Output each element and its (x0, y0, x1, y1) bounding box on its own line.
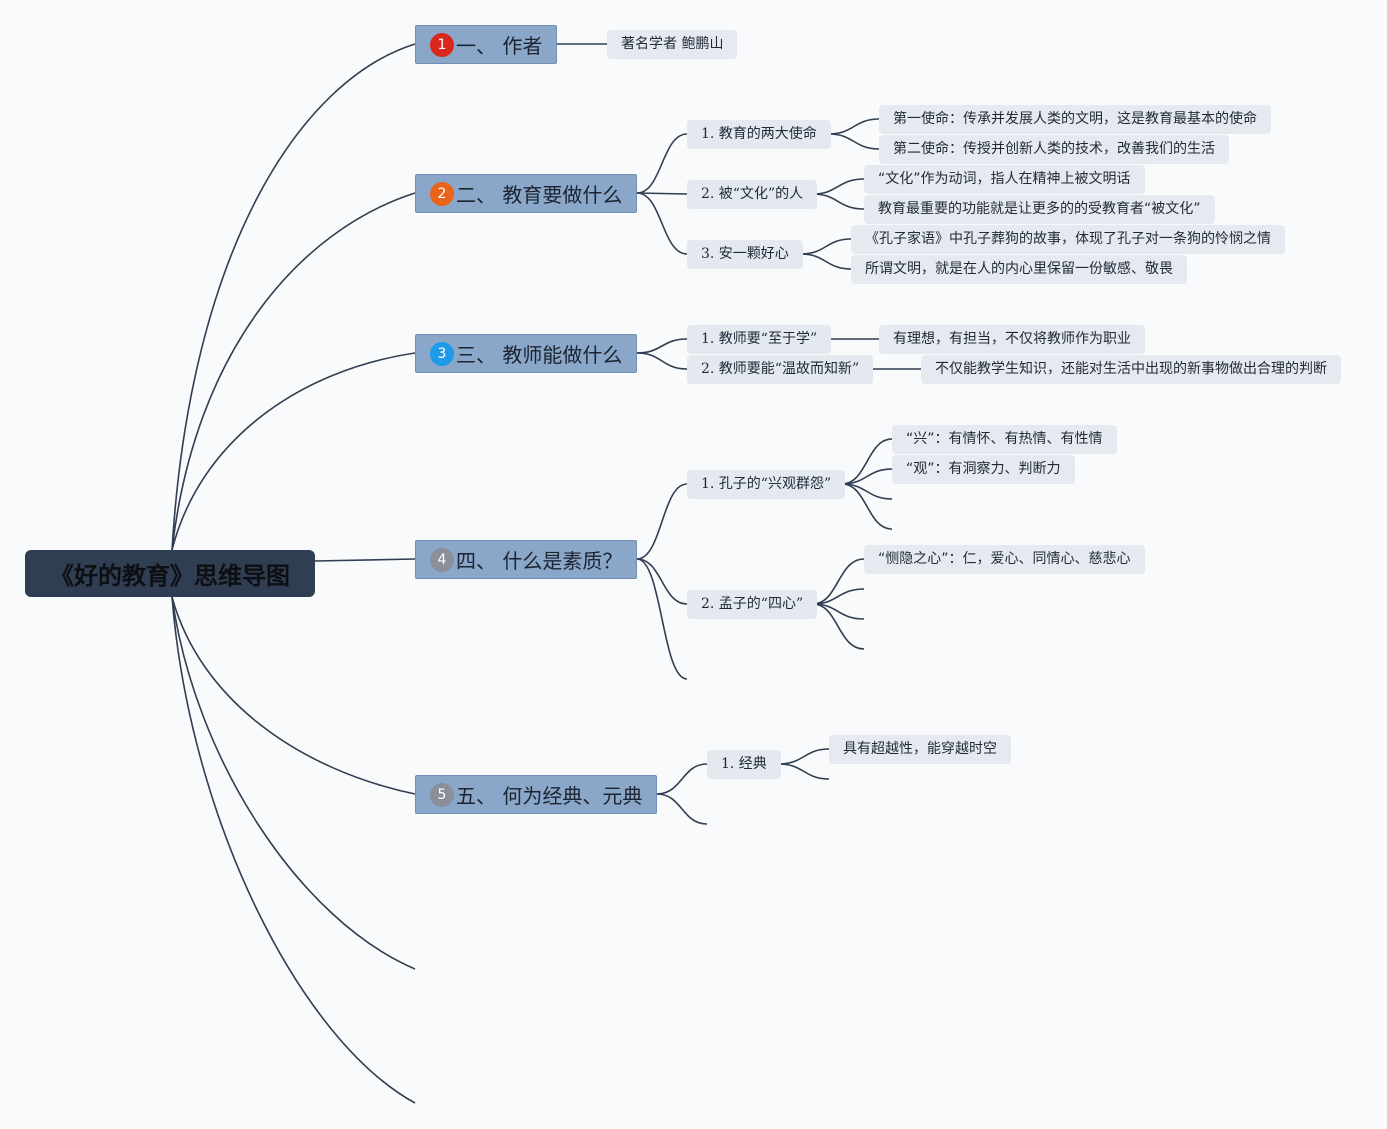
connector-t2-s1-l1 (828, 118, 880, 135)
connector-t4-s1-empty2 (841, 483, 893, 530)
number-badge-1: 1 (430, 32, 454, 57)
connector-t2-s3-l2 (800, 253, 852, 270)
connector-t5-empty (656, 793, 708, 825)
leaf-transcendence[interactable]: 具有超越性，能穿越时空 (829, 735, 1011, 764)
connector-root-topic5 (171, 596, 416, 795)
connector-t2-s3 (636, 192, 688, 255)
number-badge-2: 2 (430, 181, 454, 206)
subtopic-confucius-four[interactable]: 1. 孔子的“兴观群怨” (687, 470, 846, 499)
subtopic-classic[interactable]: 1. 经典 (707, 750, 781, 779)
connector-t4-empty (636, 558, 688, 680)
root-topic[interactable]: 《好的教育》思维导图 (25, 550, 315, 597)
connector-t4-s2 (636, 558, 688, 605)
topic-author-label: 一、 作者 (456, 34, 543, 58)
leaf-teacher-ideal[interactable]: 有理想，有担当，不仅将教师作为职业 (879, 325, 1145, 354)
connector-t3-s2 (636, 352, 688, 370)
connector-root-empty1 (171, 596, 416, 970)
connector-t2-s2-l1 (812, 178, 865, 195)
leaf-civilization-meaning[interactable]: 所谓文明，就是在人的内心里保留一份敏感、敬畏 (851, 255, 1187, 284)
leaf-second-mission[interactable]: 第二使命：传授并创新人类的技术，改善我们的生活 (879, 135, 1229, 164)
connector-root-topic1 (171, 43, 416, 551)
connector-t2-s2-l2 (812, 193, 865, 210)
topic-author[interactable]: 1 一、 作者 (415, 25, 557, 64)
connector-t2-s1-l2 (828, 133, 880, 150)
topic-teacher-role[interactable]: 3 三、 教师能做什么 (415, 334, 637, 373)
topic-quality-label: 四、 什么是素质？ (456, 549, 623, 573)
leaf-education-function[interactable]: 教育最重要的功能就是让更多的的受教育者“被文化” (864, 195, 1215, 224)
leaf-confucius-dog[interactable]: 《孔子家语》中孔子葬狗的故事，体现了孔子对一条狗的怜悯之情 (851, 225, 1285, 254)
connector-t2-s2 (636, 192, 688, 195)
subtopic-teacher-learn[interactable]: 1. 教师要“至于学” (687, 325, 832, 354)
connector-root-topic4 (314, 558, 416, 562)
topic-education-purpose-label: 二、 教育要做什么 (456, 183, 623, 207)
connector-t4-s1-l1 (841, 438, 893, 485)
connector-t2-s1 (636, 133, 688, 194)
connector-t3-s1 (636, 338, 688, 354)
leaf-first-mission[interactable]: 第一使命：传承并发展人类的文明，这是教育最基本的使命 (879, 105, 1271, 134)
connector-t4-s2-l1 (812, 558, 865, 605)
number-badge-5: 5 (430, 782, 454, 807)
connector-t5-s1-l1 (778, 748, 830, 765)
topic-education-purpose[interactable]: 2 二、 教育要做什么 (415, 174, 637, 213)
connector-t5-s1 (656, 763, 708, 795)
subtopic-good-heart[interactable]: 3. 安一颗好心 (687, 240, 803, 269)
topic-quality[interactable]: 4 四、 什么是素质？ (415, 540, 637, 579)
connector-root-empty2 (171, 596, 416, 1104)
topic-classics[interactable]: 5 五、 何为经典、元典 (415, 775, 657, 814)
topic-classics-label: 五、 何为经典、元典 (456, 784, 643, 808)
topic-teacher-role-label: 三、 教师能做什么 (456, 343, 623, 367)
connector-t4-s1 (636, 483, 688, 560)
leaf-guan[interactable]: “观”：有洞察力、判断力 (892, 455, 1075, 484)
connector-t4-s2-empty3 (812, 603, 865, 650)
leaf-teacher-judgement[interactable]: 不仅能教学生知识，还能对生活中出现的新事物做出合理的判断 (921, 355, 1341, 384)
number-badge-3: 3 (430, 341, 454, 366)
connector-t5-s1-empty (778, 763, 830, 780)
subtopic-two-missions[interactable]: 1. 教育的两大使命 (687, 120, 831, 149)
leaf-culture-verb[interactable]: “文化”作为动词，指人在精神上被文明话 (864, 165, 1145, 194)
root-topic-label: 《好的教育》思维导图 (50, 562, 290, 590)
leaf-compassion[interactable]: “恻隐之心”：仁，爱心、同情心、慈悲心 (864, 545, 1145, 574)
subtopic-cultured-person[interactable]: 2. 被“文化”的人 (687, 180, 818, 209)
connector-root-topic3 (171, 352, 416, 551)
subtopic-teacher-review[interactable]: 2. 教师要能“温故而知新” (687, 355, 874, 384)
number-badge-4: 4 (430, 547, 454, 572)
leaf-xing[interactable]: “兴”：有情怀、有热情、有性情 (892, 425, 1117, 454)
connector-root-topic2 (171, 192, 416, 551)
subtopic-mencius-four-hearts[interactable]: 2. 孟子的“四心” (687, 590, 818, 619)
leaf-author-name[interactable]: 著名学者 鲍鹏山 (607, 30, 738, 59)
connector-t2-s3-l1 (800, 238, 852, 255)
